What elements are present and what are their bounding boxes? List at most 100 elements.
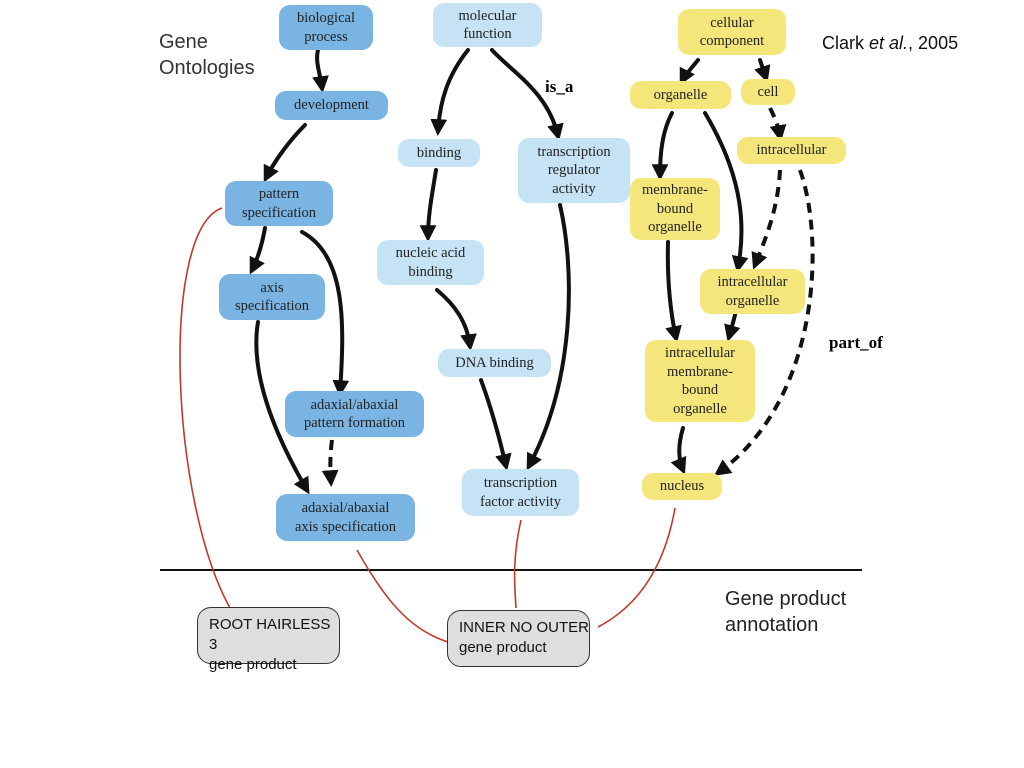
node-cell: cell bbox=[741, 79, 795, 105]
part-of-arrows bbox=[321, 107, 815, 488]
link-inner-no-outer-adaxial-axis bbox=[356, 549, 449, 643]
edge-nucleic-acid-dna-binding bbox=[435, 288, 477, 352]
edge-cc-cell bbox=[754, 58, 771, 83]
gene-product-type: gene product bbox=[459, 639, 547, 656]
node-text: adaxial/abaxial bbox=[310, 396, 399, 413]
node-nucleus: nucleus bbox=[642, 473, 722, 500]
node-text: intracellular bbox=[717, 274, 788, 290]
citation-author: Clark bbox=[822, 33, 870, 53]
node-text: membrane- bbox=[666, 363, 734, 380]
node-text: intracellular bbox=[756, 142, 827, 159]
node-text: nucleic acid bbox=[395, 245, 466, 261]
edge-dna-binding-tf-activity bbox=[479, 378, 512, 471]
edge-regulator-tf-activity bbox=[526, 203, 571, 471]
node-text: regulator bbox=[547, 162, 601, 179]
edge-binding-nucleic-acid bbox=[419, 168, 438, 243]
node-membrane-bound-organelle: membrane- bound organelle bbox=[630, 178, 720, 240]
link-inner-no-outer-tf-activity bbox=[513, 519, 522, 609]
node-text: axis bbox=[260, 279, 284, 296]
node-text: organelle bbox=[725, 292, 780, 309]
annotation-links bbox=[179, 207, 676, 643]
gene-product-root-hairless-3: ROOT HAIRLESS 3 gene product bbox=[197, 607, 340, 673]
edge-pattern-adaxial-pattern bbox=[300, 230, 350, 398]
node-adaxial-abaxial-axis-specification: adaxial/abaxial axis specification bbox=[276, 494, 415, 541]
node-text: cellular bbox=[710, 14, 754, 31]
node-transcription-factor-activity: transcription factor activity bbox=[462, 469, 579, 516]
node-text: bound bbox=[656, 200, 694, 217]
node-text: development bbox=[294, 97, 369, 114]
node-nucleic-acid-binding: nucleic acid binding bbox=[377, 240, 484, 285]
citation-year: , 2005 bbox=[908, 33, 959, 53]
is-a-label: is_a bbox=[545, 77, 574, 96]
citation-et-al: et al. bbox=[869, 33, 909, 53]
edge-mf-binding bbox=[430, 48, 470, 137]
gene-product-name: ROOT HAIRLESS 3 bbox=[209, 616, 331, 653]
node-biological-process: biological process bbox=[279, 5, 373, 50]
node-organelle: organelle bbox=[630, 81, 731, 109]
link-root-hairless-pattern-spec bbox=[179, 207, 231, 609]
node-text: adaxial/abaxial bbox=[301, 500, 390, 516]
edge-pattern-axis bbox=[249, 226, 267, 275]
node-text: transcription bbox=[537, 143, 611, 160]
annotation-label-line-2: annotation bbox=[725, 614, 819, 636]
node-text: binding bbox=[416, 144, 462, 161]
node-text: pattern formation bbox=[303, 415, 406, 431]
gene-ontologies-title: Gene Ontologies bbox=[159, 29, 255, 81]
node-text: nucleus bbox=[659, 478, 705, 495]
node-text: bound bbox=[681, 382, 719, 398]
node-text: organelle bbox=[673, 400, 727, 417]
node-axis-specification: axis specification bbox=[219, 274, 325, 320]
node-text: intracellular bbox=[664, 345, 736, 361]
node-text: component bbox=[699, 33, 765, 49]
node-adaxial-abaxial-pattern-formation: adaxial/abaxial pattern formation bbox=[285, 391, 424, 437]
node-text: membrane- bbox=[641, 182, 709, 199]
edge-cc-organelle bbox=[679, 58, 700, 86]
node-text: biological bbox=[297, 10, 355, 26]
node-text: specification bbox=[241, 204, 317, 221]
edge-adaxial-pattern-adaxial-axis bbox=[321, 439, 339, 488]
node-cellular-component: cellular component bbox=[678, 9, 786, 55]
node-text: DNA binding bbox=[455, 354, 534, 371]
node-text: transcription bbox=[483, 475, 558, 491]
node-text: molecular bbox=[458, 7, 517, 24]
node-intracellular-membrane-bound-organelle: intracellular membrane- bound organelle bbox=[645, 340, 755, 422]
node-text: organelle bbox=[653, 86, 708, 103]
gene-product-type: gene product bbox=[209, 656, 297, 673]
node-text: factor activity bbox=[480, 493, 561, 510]
node-pattern-specification: pattern specification bbox=[225, 181, 333, 226]
node-text: function bbox=[463, 26, 512, 42]
edge-organelle-membrane-bound bbox=[651, 111, 674, 182]
is-a-arrows bbox=[249, 48, 771, 495]
edge-intracellular-intracellular-organelle bbox=[751, 169, 782, 270]
edge-cell-intracellular bbox=[768, 107, 787, 142]
node-intracellular-organelle: intracellular organelle bbox=[700, 269, 805, 314]
edge-membrane-bound-imbo bbox=[665, 240, 682, 343]
node-text: activity bbox=[552, 180, 596, 197]
node-binding: binding bbox=[398, 139, 480, 167]
node-transcription-regulator-activity: transcription regulator activity bbox=[518, 138, 630, 203]
gene-product-name: INNER NO OUTER bbox=[459, 619, 590, 636]
node-text: specification bbox=[234, 298, 310, 314]
node-text: axis specification bbox=[294, 518, 397, 535]
citation: Clark et al., 2005 bbox=[822, 33, 958, 54]
node-text: pattern bbox=[258, 186, 300, 202]
gene-product-inner-no-outer: INNER NO OUTER gene product bbox=[447, 610, 590, 667]
gene-product-annotation-label: Gene product annotation bbox=[725, 586, 846, 638]
node-text: organelle bbox=[648, 219, 702, 236]
edge-mf-transcription-regulator bbox=[490, 48, 564, 141]
link-inner-no-outer-nucleus bbox=[597, 507, 676, 628]
node-text: process bbox=[304, 28, 348, 45]
edge-bp-development bbox=[312, 48, 329, 94]
title-line-2: Ontologies bbox=[159, 57, 255, 79]
edge-organelle-intracellular-organelle bbox=[703, 111, 749, 273]
node-text: cell bbox=[757, 83, 779, 100]
node-molecular-function: molecular function bbox=[433, 3, 542, 47]
edge-development-pattern bbox=[263, 123, 307, 183]
edge-axis-adaxial-axis bbox=[254, 320, 310, 495]
annotation-label-line-1: Gene product bbox=[725, 588, 847, 610]
edge-intracellular-organelle-imbo bbox=[724, 313, 741, 342]
part-of-label: part_of bbox=[829, 333, 883, 352]
node-intracellular: intracellular bbox=[737, 137, 846, 164]
